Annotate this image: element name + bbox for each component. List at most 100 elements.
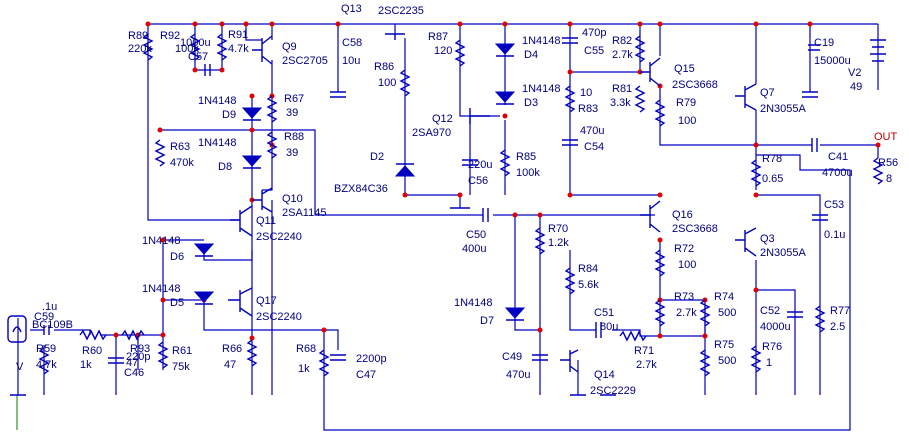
d4-type: 1N4148 xyxy=(522,35,561,47)
r60-value: 1k xyxy=(80,359,92,371)
r59-value: 4.7k xyxy=(36,359,57,371)
q7-label: Q7 xyxy=(760,87,775,99)
r59-label: R59 xyxy=(36,343,56,355)
d5-type: 1N4148 xyxy=(142,283,181,295)
d3-type: 1N4148 xyxy=(522,83,561,95)
r85-label: R85 xyxy=(516,151,536,163)
r68-label: R68 xyxy=(296,343,316,355)
c56-label: C56 xyxy=(468,175,488,187)
r93-label: R93 xyxy=(130,343,150,355)
r92-value: 100k xyxy=(175,43,199,55)
r88-label: R88 xyxy=(284,131,304,143)
r70-value: 1.2k xyxy=(548,237,569,249)
r56-label: R56 xyxy=(878,157,898,169)
d2-type: BZX84C36 xyxy=(334,183,388,195)
r79-value: 100 xyxy=(678,115,696,127)
diodes xyxy=(193,43,526,321)
r82-value: 2.7k xyxy=(612,49,633,61)
c46-value: 220p xyxy=(126,351,150,363)
r70-label: R70 xyxy=(548,223,568,235)
c52-label: C52 xyxy=(760,305,780,317)
r56-value: 8 xyxy=(886,173,892,185)
q13-type: 2SC2235 xyxy=(378,5,424,17)
q14-label: Q14 xyxy=(594,369,615,381)
c55-label: C55 xyxy=(584,45,604,57)
r83-value: 10 xyxy=(580,87,592,99)
c58-label: C58 xyxy=(342,37,362,49)
r89-value: 220k xyxy=(128,43,152,55)
d4-label: D4 xyxy=(524,49,538,61)
r71-label: R71 xyxy=(634,345,654,357)
q10-type: 2SA1145 xyxy=(282,207,326,219)
r84-value: 5.6k xyxy=(578,279,599,291)
q11-type: 2SC2240 xyxy=(256,231,302,243)
r63-value: 470k xyxy=(170,157,194,169)
c51-value: 80u xyxy=(600,321,618,333)
r74-label: R74 xyxy=(714,291,734,303)
resistors xyxy=(38,33,884,377)
c49-label: C49 xyxy=(502,351,522,363)
r73-label: R73 xyxy=(674,291,694,303)
c57-label: C57 xyxy=(188,51,208,63)
r93-value: 47 xyxy=(126,357,138,369)
source-label: V xyxy=(16,361,24,373)
q11-label: Q11 xyxy=(256,215,276,227)
c52-value: 4000u xyxy=(760,321,791,333)
r67-label: R67 xyxy=(284,93,304,105)
c54-label: C54 xyxy=(584,141,604,153)
c56-value: 220u xyxy=(468,159,492,171)
r91-value: 4.7k xyxy=(228,43,249,55)
d9-label: D9 xyxy=(222,109,236,121)
r86-label: R86 xyxy=(374,61,394,73)
r79-label: R79 xyxy=(676,97,696,109)
wires xyxy=(16,23,879,431)
c47-value: 2200p xyxy=(356,353,387,365)
r87-label: R87 xyxy=(428,31,448,43)
r73-value: 2.7k xyxy=(676,307,697,319)
r89-label: R89 xyxy=(128,30,148,42)
r91-label: R91 xyxy=(228,29,248,41)
d6-type: 1N4148 xyxy=(142,235,181,247)
c49-value: 470u xyxy=(506,369,530,381)
q13-label: Q13 xyxy=(341,3,362,15)
c55-value: 470p xyxy=(582,27,606,39)
q12-type: 2SA970 xyxy=(412,127,451,139)
c46-label: C46 xyxy=(124,367,144,379)
q3-label: Q3 xyxy=(760,233,775,245)
component-labels: Q13 2SC2235 R89 220k R92 100k 1000u C57 … xyxy=(16,3,898,397)
c57-value: 1000u xyxy=(180,37,211,49)
r78-value: 0.65 xyxy=(762,173,783,185)
r72-value: 100 xyxy=(678,259,696,271)
r81-value: 3.3k xyxy=(610,97,631,109)
q7-type: 2N3055A xyxy=(760,103,807,115)
c53-value: 0.1u xyxy=(824,229,845,241)
r86-value: 100 xyxy=(378,77,396,89)
c59-value: .1u xyxy=(42,301,57,313)
capacitors xyxy=(43,37,828,364)
r81-label: R81 xyxy=(612,83,632,95)
r76-label: R76 xyxy=(762,341,782,353)
q17-label: Q17 xyxy=(256,295,277,307)
r66-label: R66 xyxy=(222,343,242,355)
r75-value: 500 xyxy=(718,355,736,367)
v2-label: V2 xyxy=(848,67,861,79)
r72-label: R72 xyxy=(674,243,694,255)
r66-value: 47 xyxy=(224,359,236,371)
c59-label: C59 xyxy=(34,311,54,323)
r88-value: 39 xyxy=(286,147,298,159)
c50-label: C50 xyxy=(466,229,486,241)
d7-type: 1N4148 xyxy=(454,297,493,309)
r60-label: R60 xyxy=(82,345,102,357)
c54-value: 470u xyxy=(580,125,604,137)
c41-value: 4700u xyxy=(822,167,853,179)
c47-label: C47 xyxy=(356,369,376,381)
r71-value: 2.7k xyxy=(636,359,657,371)
r85-value: 100k xyxy=(516,167,540,179)
c50-value: 400u xyxy=(462,243,486,255)
r67-value: 39 xyxy=(286,107,298,119)
q15-label: Q15 xyxy=(674,63,695,75)
q14-type: 2SC2229 xyxy=(590,385,636,397)
q15-type: 2SC3668 xyxy=(672,79,718,91)
r68-value: 1k xyxy=(298,363,310,375)
r75-label: R75 xyxy=(714,339,734,351)
